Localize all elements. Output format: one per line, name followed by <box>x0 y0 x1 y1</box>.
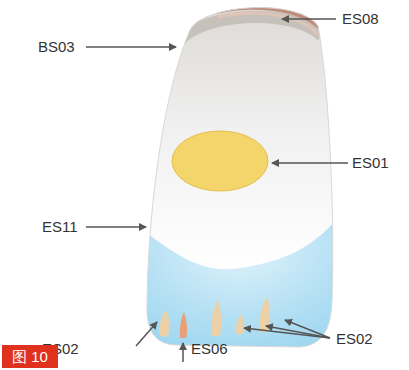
tooth-body <box>140 0 340 360</box>
mamelons <box>159 297 270 338</box>
leader-lines <box>86 19 348 362</box>
ES01-zone <box>172 131 268 191</box>
callout-label: ES08 <box>342 10 379 28</box>
figure-caption: 图 10 <box>2 345 58 368</box>
callout-label: ES02 <box>336 330 373 348</box>
callout-label: BS03 <box>38 38 75 56</box>
callout-label: ES06 <box>191 340 228 358</box>
callout-label: ES01 <box>352 154 389 172</box>
callout-label: ES11 <box>42 218 78 236</box>
